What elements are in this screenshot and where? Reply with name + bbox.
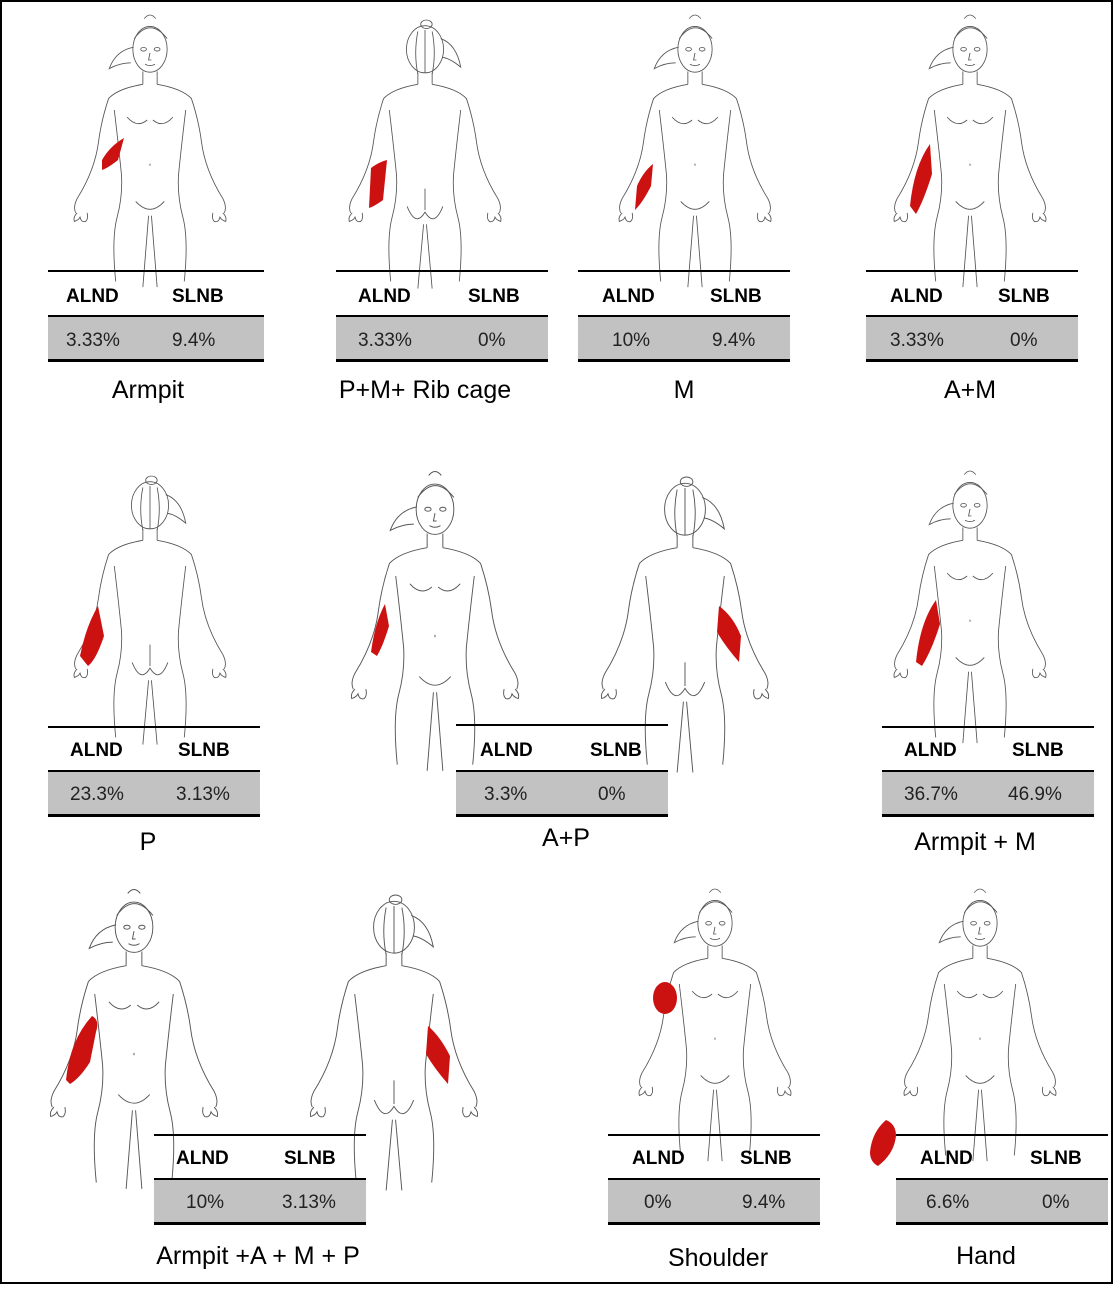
table-top-rule (608, 1134, 820, 1136)
table-top-rule (882, 726, 1094, 728)
highlight-mark (575, 10, 815, 310)
value-row (608, 1178, 820, 1225)
panel-a-m (850, 10, 1090, 430)
stats-table-armpit: ALND SLNB 3.33% 9.4% (48, 270, 264, 365)
panel-caption: A+P (466, 824, 666, 853)
highlight-mark (850, 10, 1090, 310)
panel-armpit-a-m-p (14, 884, 514, 1304)
slnb-header: SLNB (172, 286, 224, 308)
panel-hand (860, 884, 1100, 1304)
panel-p (30, 466, 270, 886)
alnd-value: 10% (612, 330, 650, 352)
panel-caption: M (584, 376, 784, 405)
stats-table-armpit-a-m-p: ALND SLNB 10% 3.13% (154, 1134, 366, 1229)
panel-caption: P (48, 828, 248, 857)
table-top-rule (578, 270, 790, 272)
table-top-rule (336, 270, 548, 272)
slnb-value: 46.9% (1008, 784, 1062, 806)
alnd-header: ALND (602, 286, 655, 308)
slnb-header: SLNB (178, 740, 230, 762)
slnb-value: 0% (598, 784, 625, 806)
panel-caption: Armpit +A + M + P (138, 1242, 378, 1271)
alnd-header: ALND (632, 1148, 685, 1170)
stats-table-p: ALND SLNB 23.3% 3.13% (48, 726, 260, 821)
slnb-header: SLNB (468, 286, 520, 308)
table-top-rule (154, 1134, 366, 1136)
slnb-value: 9.4% (712, 330, 755, 352)
slnb-value: 0% (1010, 330, 1037, 352)
slnb-value: 3.13% (282, 1192, 336, 1214)
value-row (578, 315, 790, 362)
table-top-rule (456, 724, 668, 726)
alnd-value: 10% (186, 1192, 224, 1214)
panel-caption: Armpit (48, 376, 248, 405)
slnb-header: SLNB (740, 1148, 792, 1170)
slnb-header: SLNB (710, 286, 762, 308)
panel-shoulder (595, 884, 835, 1304)
alnd-header: ALND (904, 740, 957, 762)
slnb-header: SLNB (590, 740, 642, 762)
alnd-value: 36.7% (904, 784, 958, 806)
alnd-header: ALND (920, 1148, 973, 1170)
panel-caption: Hand (886, 1242, 1086, 1271)
alnd-header: ALND (890, 286, 943, 308)
slnb-header: SLNB (1012, 740, 1064, 762)
panel-a-p (315, 466, 815, 886)
table-top-rule (896, 1134, 1108, 1136)
panel-m (575, 10, 815, 430)
slnb-value: 9.4% (742, 1192, 785, 1214)
highlight-mark (850, 466, 1090, 766)
table-top-rule (48, 270, 264, 272)
alnd-header: ALND (66, 286, 119, 308)
slnb-header: SLNB (998, 286, 1050, 308)
alnd-value: 3.33% (66, 330, 120, 352)
panel-armpit (30, 10, 270, 430)
alnd-value: 3.33% (358, 330, 412, 352)
slnb-value: 0% (478, 330, 505, 352)
alnd-value: 3.3% (484, 784, 527, 806)
highlight-mark (30, 10, 270, 310)
alnd-header: ALND (176, 1148, 229, 1170)
alnd-value: 6.6% (926, 1192, 969, 1214)
highlight-mark (30, 466, 270, 766)
alnd-value: 23.3% (70, 784, 124, 806)
panel-armpit-m (850, 466, 1090, 886)
panel-caption: P+M+ Rib cage (325, 376, 525, 405)
stats-table-hand: ALND SLNB 6.6% 0% (896, 1134, 1108, 1229)
panel-pm-ribcage (305, 10, 545, 430)
alnd-header: ALND (480, 740, 533, 762)
alnd-header: ALND (70, 740, 123, 762)
alnd-header: ALND (358, 286, 411, 308)
stats-table-armpit-m: ALND SLNB 36.7% 46.9% (882, 726, 1094, 821)
alnd-value: 0% (644, 1192, 671, 1214)
table-top-rule (866, 270, 1078, 272)
panel-caption: A+M (870, 376, 1070, 405)
slnb-value: 9.4% (172, 330, 215, 352)
stats-table-a-p: ALND SLNB 3.3% 0% (456, 724, 668, 819)
stats-table-shoulder: ALND SLNB 0% 9.4% (608, 1134, 820, 1229)
slnb-value: 0% (1042, 1192, 1069, 1214)
slnb-header: SLNB (1030, 1148, 1082, 1170)
stats-table-a-m: ALND SLNB 3.33% 0% (866, 270, 1078, 365)
stats-table-pm-ribcage: ALND SLNB 3.33% 0% (336, 270, 548, 365)
alnd-value: 3.33% (890, 330, 944, 352)
highlight-mark (305, 10, 545, 310)
panel-caption: Shoulder (618, 1244, 818, 1273)
slnb-header: SLNB (284, 1148, 336, 1170)
stats-table-m: ALND SLNB 10% 9.4% (578, 270, 790, 365)
table-top-rule (48, 726, 260, 728)
slnb-value: 3.13% (176, 784, 230, 806)
panel-caption: Armpit + M (875, 828, 1075, 857)
